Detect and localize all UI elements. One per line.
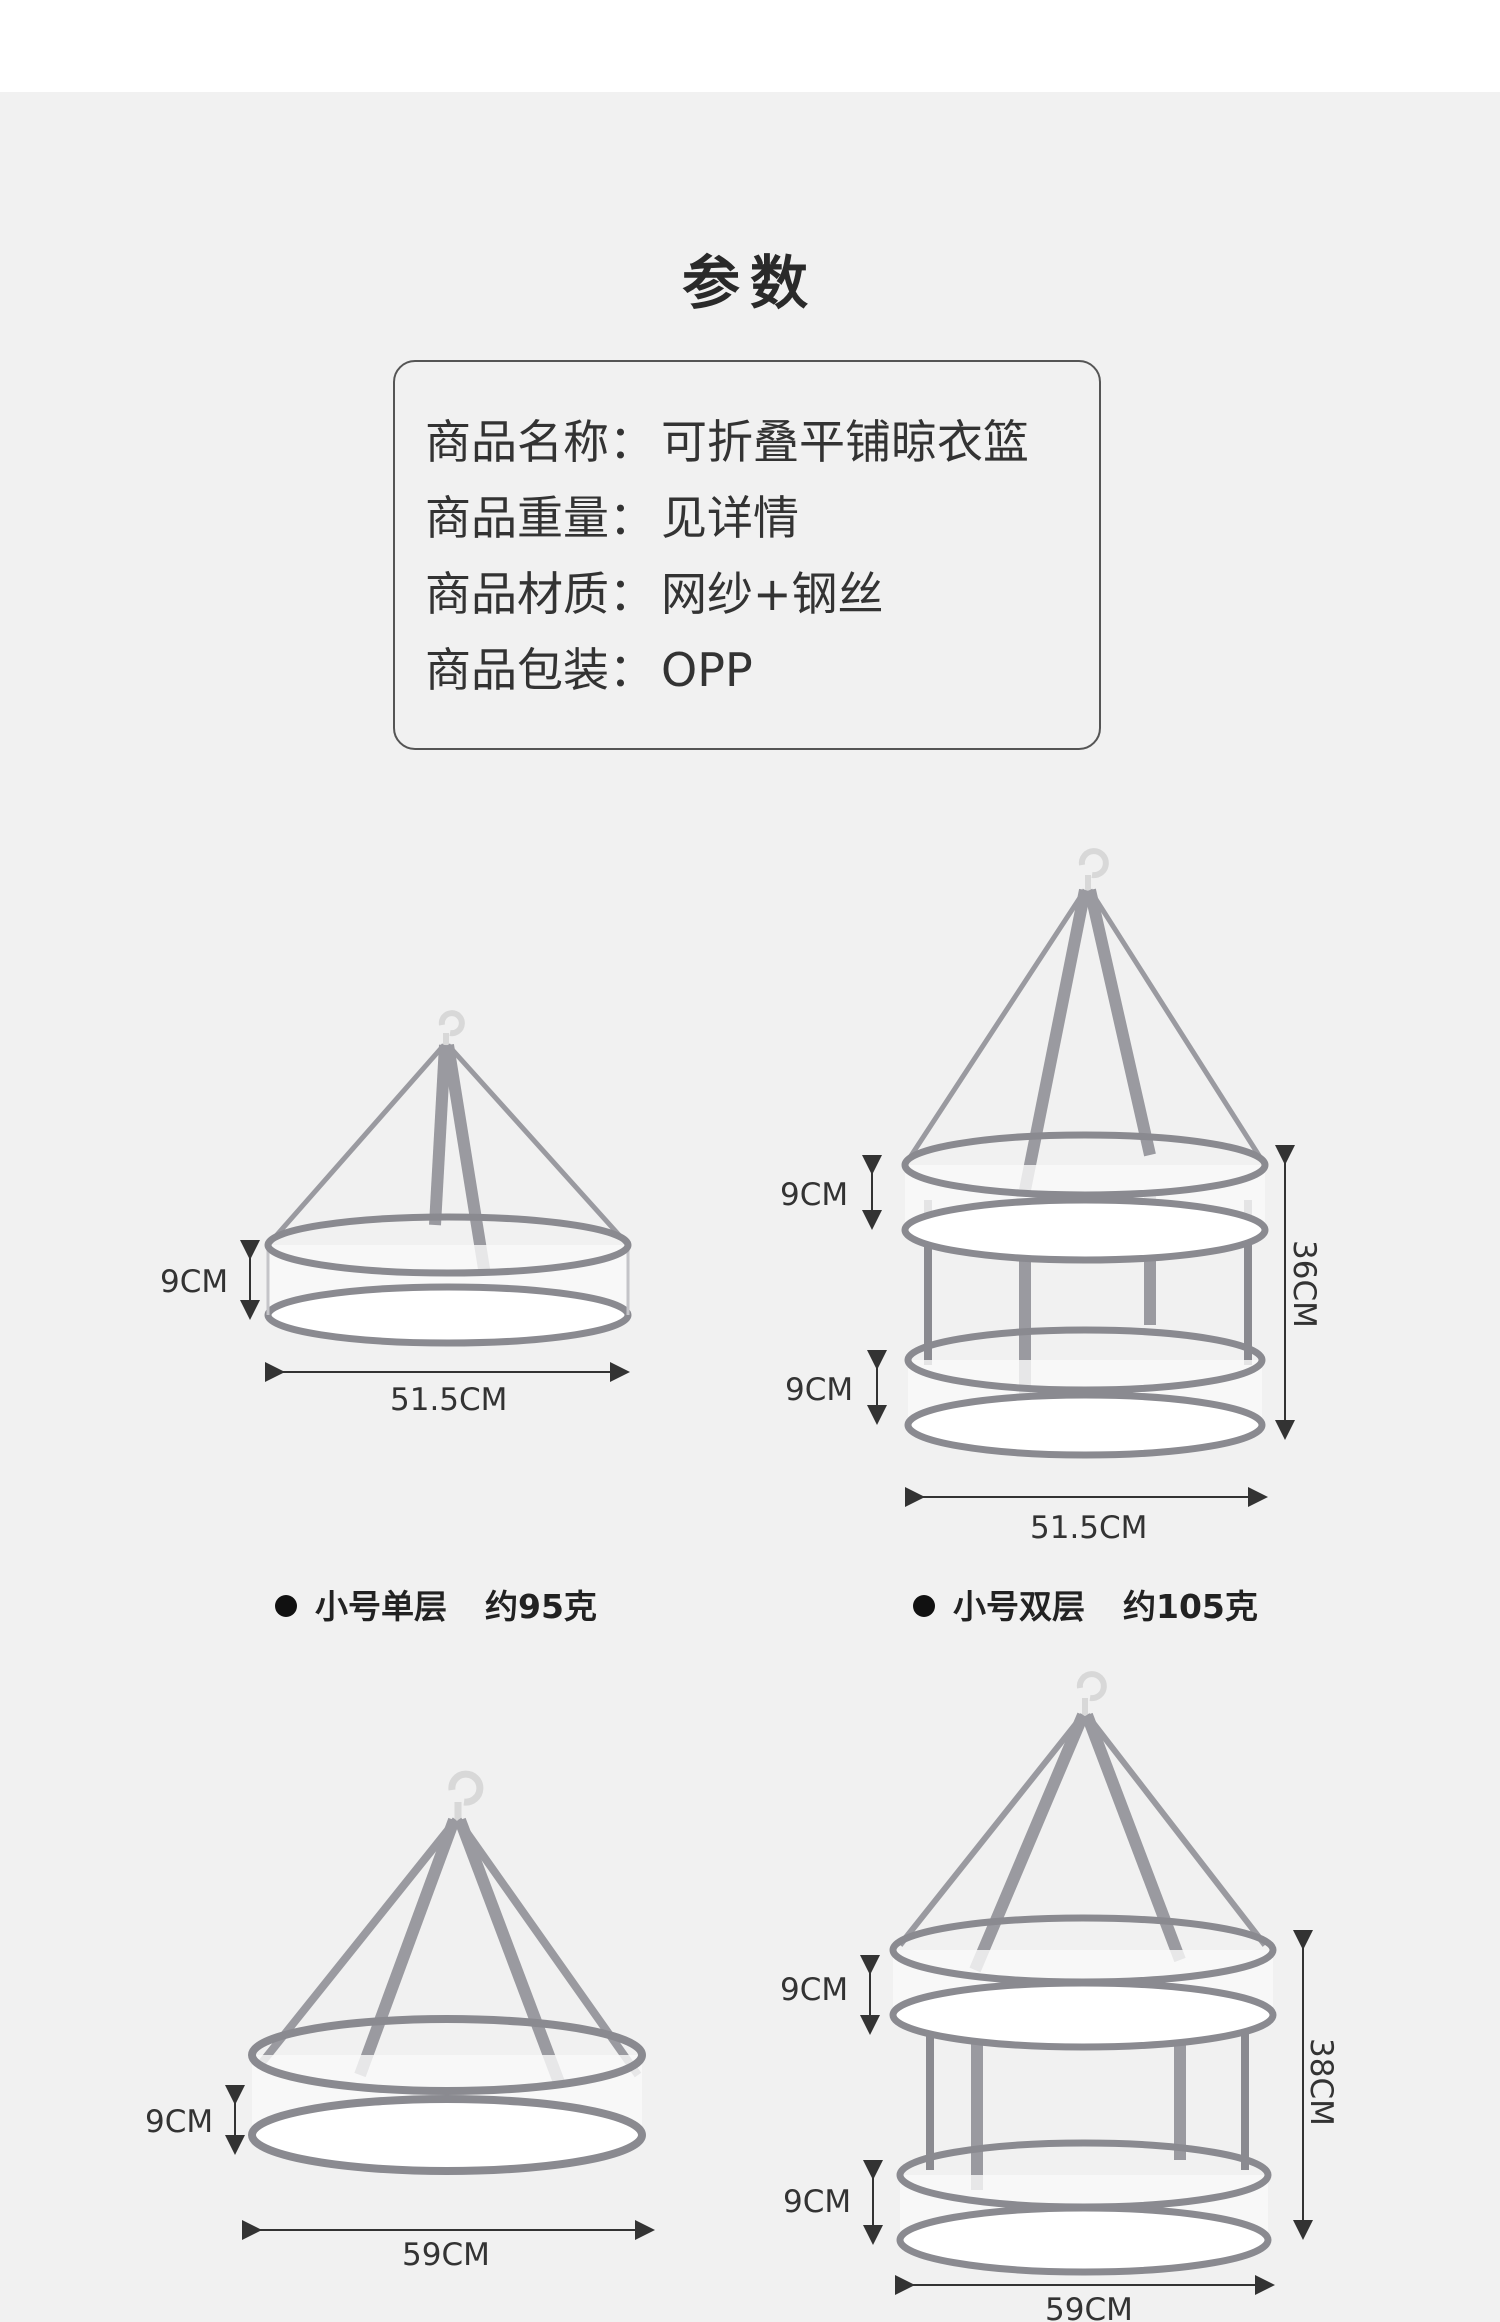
spec-value: 网纱+钢丝 <box>661 567 884 621</box>
tier-height-bottom-label: 9CM <box>785 1372 853 1408</box>
small-double-width-dimension: 51.5CM <box>905 1487 1268 1546</box>
total-height-label: 36CM <box>1286 1240 1322 1328</box>
width-label: 59CM <box>402 2237 490 2273</box>
spec-label: 商品重量： <box>425 491 655 545</box>
product-caption-small-double: 小号双层约105克 <box>913 1580 1258 1628</box>
tier-height-top-label: 9CM <box>780 1972 848 2008</box>
width-label: 51.5CM <box>390 1382 507 1418</box>
tier-height-bottom-label: 9CM <box>783 2184 851 2220</box>
product-name: 小号双层 <box>953 1587 1085 1626</box>
spec-box: 商品名称：可折叠平铺晾衣篮 商品重量：见详情 商品材质：网纱+钢丝 商品包装：O… <box>393 360 1101 750</box>
spec-row-package: 商品包装：OPP <box>425 632 1099 708</box>
bullet-dot-icon <box>913 1594 935 1617</box>
height-label: 9CM <box>145 2104 213 2140</box>
spec-value: 见详情 <box>661 491 799 545</box>
large-double-layer-basket-image: 9CM 9CM 38CM 59CM <box>780 1671 1339 2322</box>
spec-label: 商品名称： <box>425 415 655 469</box>
page-title: 参数 <box>681 249 818 317</box>
spec-value: 可折叠平铺晾衣篮 <box>661 415 1029 469</box>
product-name: 小号单层 <box>315 1587 447 1626</box>
spec-label: 商品包装： <box>425 643 655 697</box>
height-label: 9CM <box>160 1264 228 1300</box>
width-label: 59CM <box>1045 2292 1133 2322</box>
small-single-layer-basket-image: 9CM 51.5CM <box>160 1010 632 1418</box>
product-caption-small-single: 小号单层约95克 <box>275 1580 597 1628</box>
top-white-band <box>0 0 1500 92</box>
total-height-label: 38CM <box>1303 2038 1339 2126</box>
bullet-dot-icon <box>275 1594 297 1617</box>
large-single-layer-basket-image: 9CM 59CM <box>145 1770 655 2273</box>
tier-height-top-label: 9CM <box>780 1177 848 1213</box>
product-weight: 约95克 <box>485 1587 597 1626</box>
spec-row-material: 商品材质：网纱+钢丝 <box>425 556 1099 632</box>
spec-label: 商品材质： <box>425 567 655 621</box>
spec-value: OPP <box>661 643 753 697</box>
small-double-layer-basket-image: 9CM 9CM 36CM <box>780 848 1322 1459</box>
spec-row-weight: 商品重量：见详情 <box>425 480 1099 556</box>
width-label: 51.5CM <box>1030 1510 1147 1546</box>
spec-row-name: 商品名称：可折叠平铺晾衣篮 <box>425 404 1099 480</box>
product-weight: 约105克 <box>1123 1587 1258 1626</box>
